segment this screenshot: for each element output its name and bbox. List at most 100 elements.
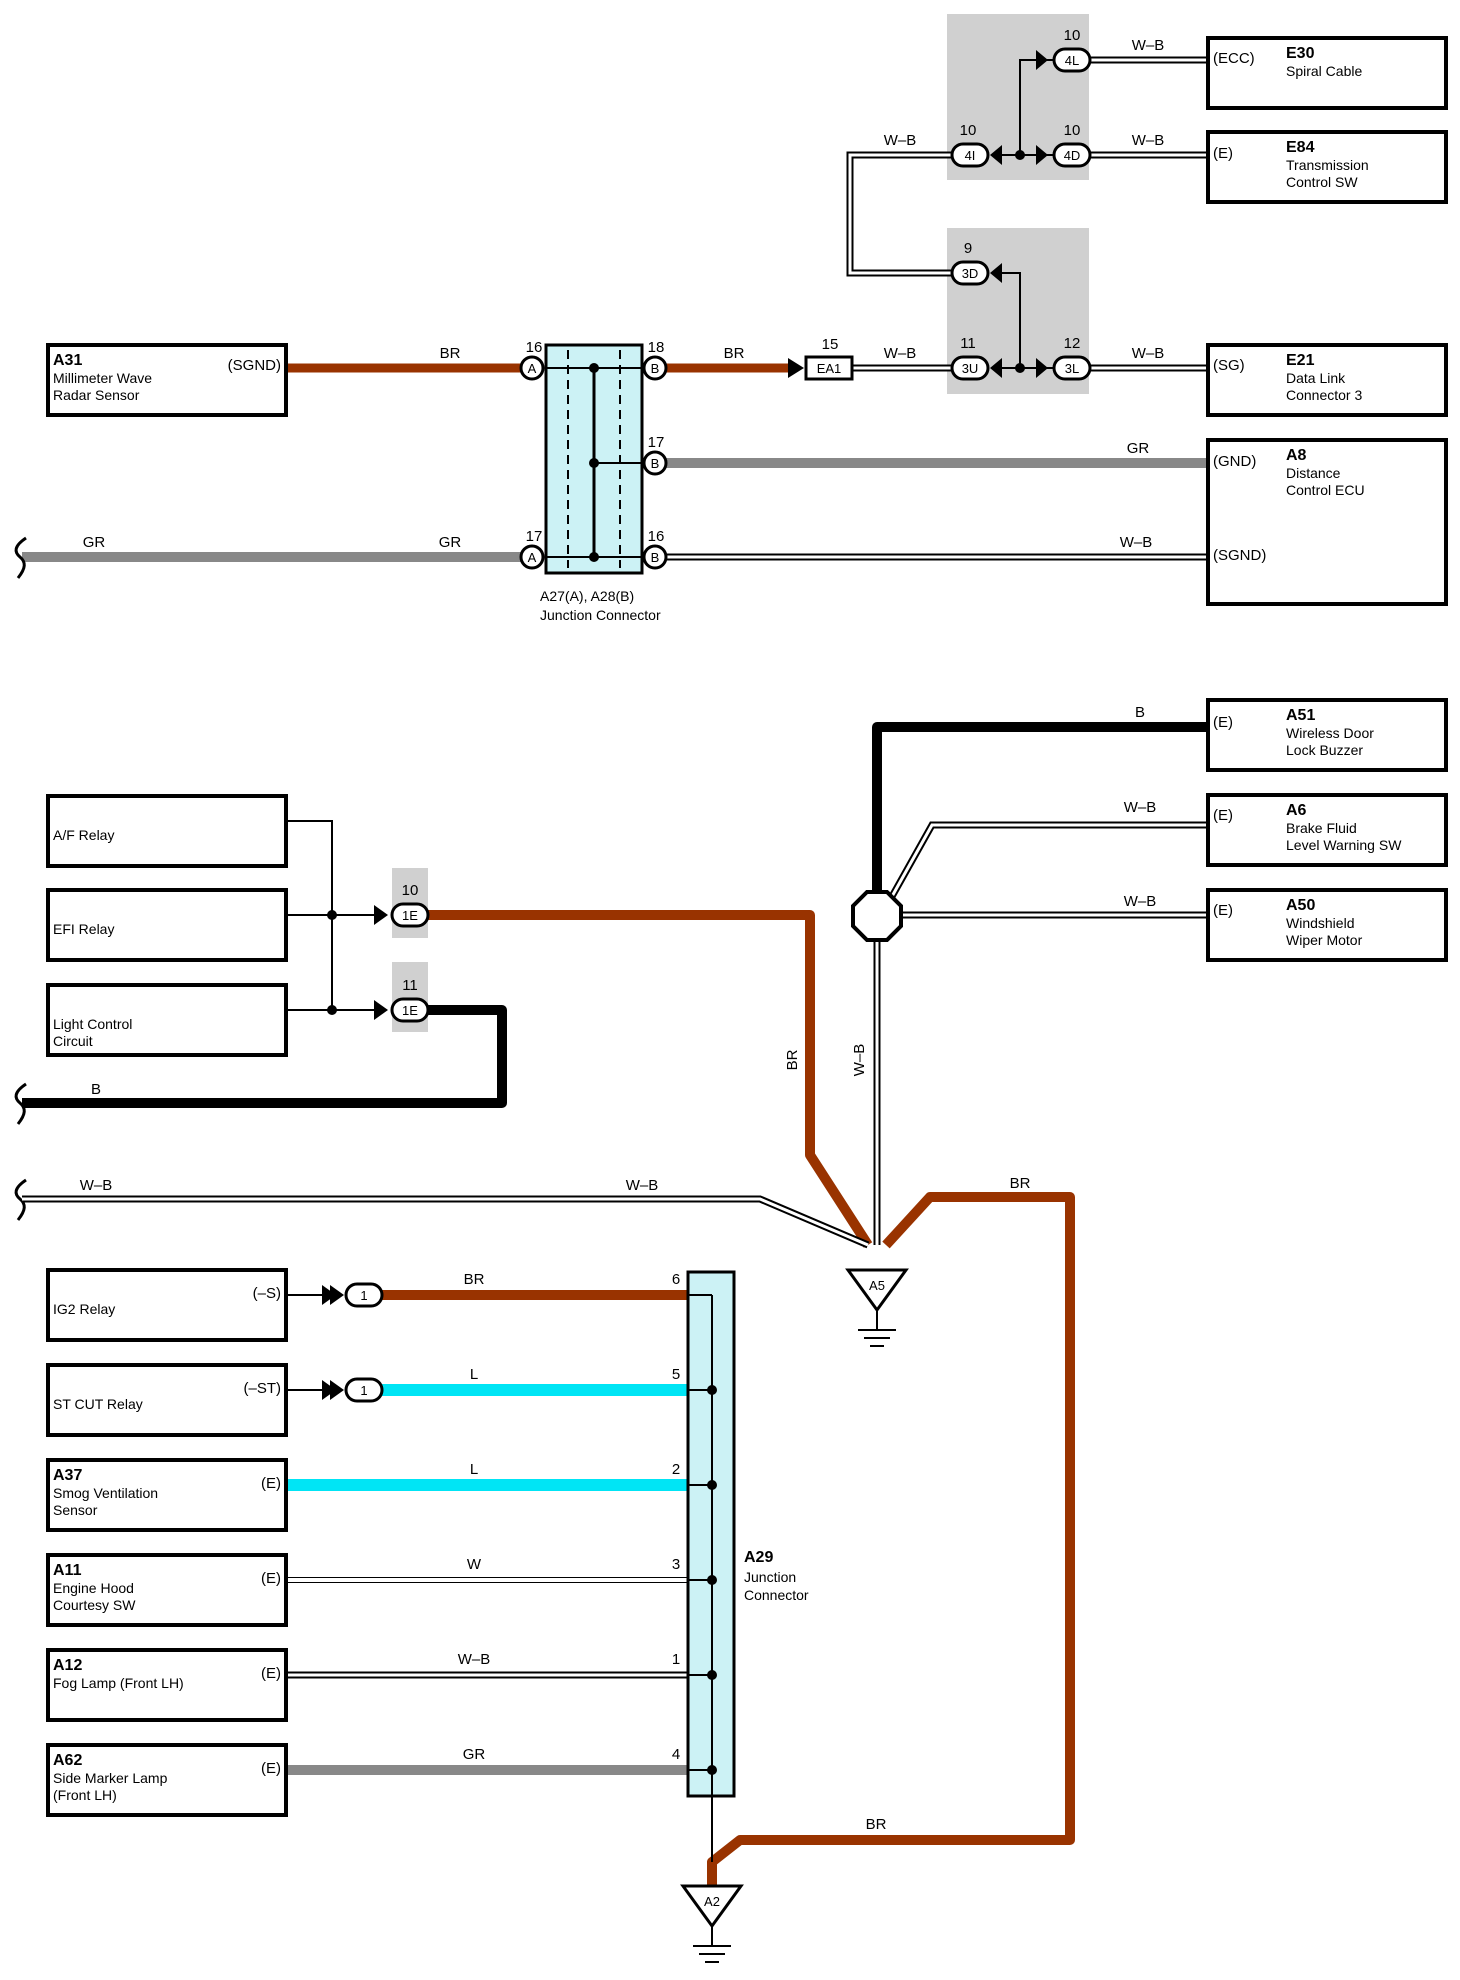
component-box [46,794,288,868]
component-box [1206,438,1448,606]
component-pin: (E) [1213,807,1233,824]
component-line: Data Link [1286,370,1346,386]
component-code: A31 [53,352,82,369]
pin-10-4i: 10 [960,122,977,139]
splice-octagon [851,890,903,942]
component-pin: (E) [261,1760,281,1777]
component-code: A8 [1286,447,1307,464]
wire-br-vertical [428,910,873,1248]
component-line: Distance [1286,465,1341,481]
pin-12: 12 [1064,335,1081,352]
svg-text:3L: 3L [1065,361,1079,376]
pin-10-4l: 10 [1064,27,1081,44]
label-gr-a62: GR [463,1746,486,1763]
label-wb-a8: W–B [1120,534,1153,551]
component-line: Lock Buzzer [1286,742,1363,758]
component-box [1206,343,1448,417]
a27-subtitle: Junction Connector [540,607,661,623]
a29-line-2: Connector [744,1587,809,1603]
a27-title: A27(A), A28(B) [540,588,634,604]
component-line: (Front LH) [53,1787,117,1803]
component-line: Courtesy SW [53,1597,136,1613]
component-box [1206,793,1448,867]
component-line: Brake Fluid [1286,820,1357,836]
pin-15: 15 [822,336,839,353]
component-line: Spiral Cable [1286,63,1362,79]
label-wb-4l: W–B [1132,37,1165,54]
label-gr-left: GR [83,534,106,551]
component-st-cut-relay: ST CUT Relay(–ST) [46,1363,288,1437]
svg-text:1E: 1E [402,1003,418,1018]
label-wb-left: W–B [80,1177,113,1194]
label-wb-ea1: W–B [884,345,917,362]
svg-text:A: A [528,550,537,565]
pin-16a: 16 [526,339,543,356]
pin-17b: 17 [648,434,665,451]
component-line: ST CUT Relay [53,1396,143,1412]
svg-text:B: B [651,361,660,376]
component-pin: (ECC) [1213,50,1255,67]
break-mark-wb [14,1178,27,1221]
svg-text:4D: 4D [1064,148,1081,163]
svg-text:3U: 3U [962,361,979,376]
label-gr-a8: GR [1127,440,1150,457]
component-line: Connector 3 [1286,387,1362,403]
component-pin: (E) [261,1665,281,1682]
label-wb-a12: W–B [458,1651,491,1668]
component-box [46,343,288,417]
svg-text:B: B [651,550,660,565]
label-wb-e21: W–B [1132,345,1165,362]
component-pin: (SGND) [228,357,281,374]
svg-text:1: 1 [360,1288,367,1303]
splice-dot-a27-1 [589,363,599,373]
component-line: EFI Relay [53,921,114,937]
label-l-a37: L [470,1461,478,1478]
pin-4: 4 [672,1746,680,1763]
pin-18: 18 [648,339,665,356]
component-efi-relay: EFI Relay [46,888,288,962]
connector-1e-11: 1E [374,997,430,1023]
component-box [46,1743,288,1817]
pin-10-4d: 10 [1064,122,1081,139]
component-line: Engine Hood [53,1580,134,1596]
terminal-a-16: A [519,355,545,381]
label-wb-mid: W–B [626,1177,659,1194]
wire-br-a5-loop [707,1192,1075,1890]
pin-16b: 16 [648,528,665,545]
splice-dot-zone3 [1015,363,1025,373]
label-w-a11: W [467,1556,482,1573]
component-pin: (E) [1213,145,1233,162]
splice-dot-a29-3 [707,1575,717,1585]
splice-dot-a29-1 [707,1385,717,1395]
component-box [46,888,288,962]
label-wb-a50: W–B [1124,893,1157,910]
component-code: A37 [53,1467,82,1484]
label-br-a2: BR [866,1816,887,1833]
connector-1-st-cut: 1 [286,1377,384,1403]
connector-3d: 3D [950,260,1002,286]
svg-text:A: A [528,361,537,376]
label-br-a5: BR [1010,1175,1031,1192]
component-line: Sensor [53,1502,98,1518]
component-line: Fog Lamp (Front LH) [53,1675,184,1691]
component-box [46,1648,288,1722]
component-line: Level Warning SW [1286,837,1402,853]
component-line: Side Marker Lamp [53,1770,168,1786]
terminal-a-17: A [519,544,545,570]
a29-line-1: Junction [744,1569,796,1585]
component-line: Wiper Motor [1286,932,1363,948]
wire-b-a51 [872,722,1208,900]
component-box [46,1363,288,1437]
label-wb-vertical: W–B [851,1044,868,1077]
